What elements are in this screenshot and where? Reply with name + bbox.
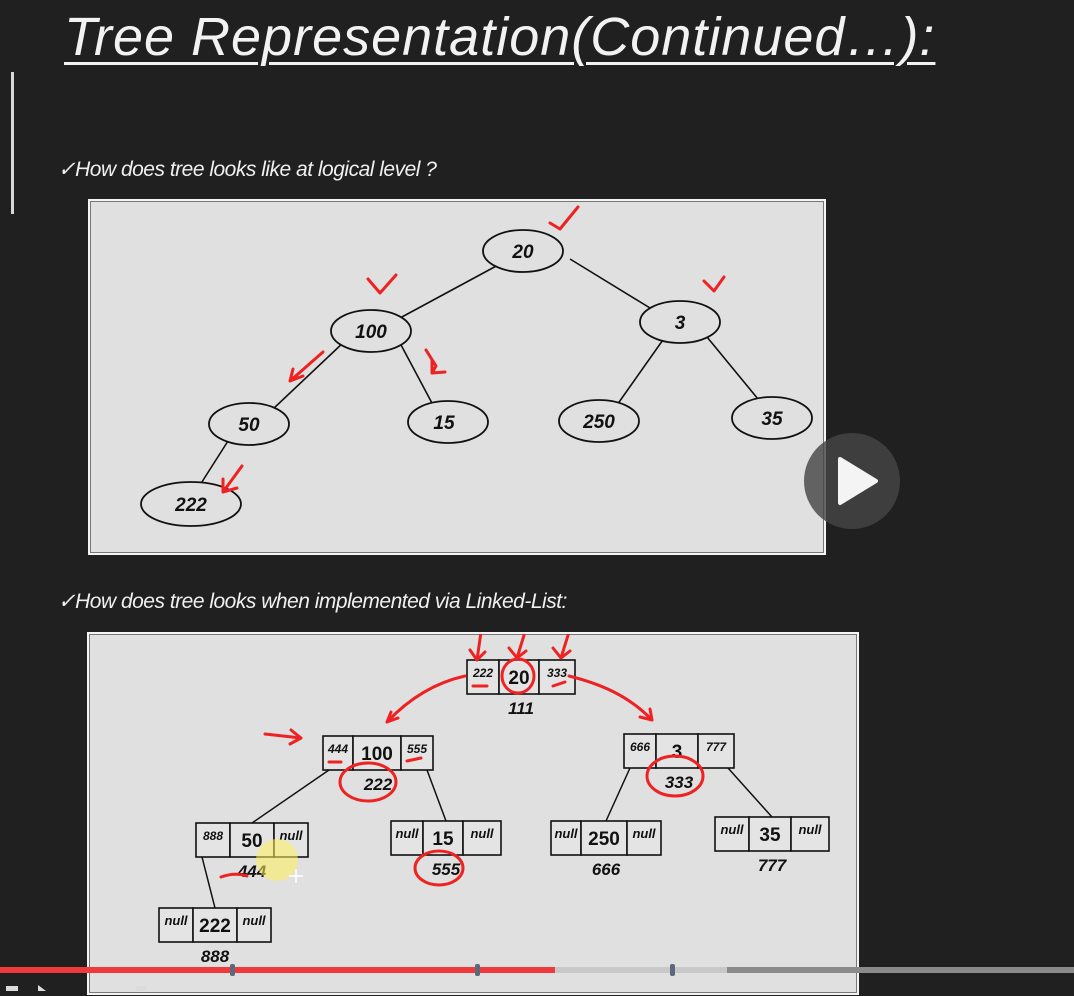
tree-edge <box>251 769 330 824</box>
linked-node-value: 3 <box>672 742 683 763</box>
tree-label-35: 35 <box>761 409 783 430</box>
linked-node-pointer-left: 222 <box>472 666 493 680</box>
linked-node-20: 222 20 333 111 <box>466 659 576 718</box>
small-play-icon <box>38 985 46 991</box>
linked-node-cell <box>550 820 582 856</box>
linked-list-svg: 222 20 333 111 444 100 555 222 666 3 777 333 888 50 nu… <box>158 634 830 966</box>
tree-node-15 <box>407 400 489 444</box>
linked-node-pointer-right: null <box>798 822 821 837</box>
red-annotations-linked <box>219 634 705 887</box>
linked-node-address: 333 <box>665 773 694 792</box>
linked-node-35: null 35 null 777 <box>714 816 830 875</box>
linked-node-cell <box>195 822 231 858</box>
tree-label-20: 20 <box>511 242 534 263</box>
linked-node-pointer-left: null <box>164 913 187 928</box>
play-button[interactable] <box>804 433 900 529</box>
tree-edge <box>426 769 447 822</box>
play-icon <box>838 457 878 505</box>
linked-node-value: 15 <box>432 829 454 850</box>
linked-node-pointer-left: 888 <box>203 829 223 843</box>
chapter-marker[interactable] <box>670 964 675 976</box>
bullet-linked-list: ✓How does tree looks when implemented vi… <box>58 590 567 613</box>
linked-node-3: 666 3 777 333 <box>623 733 735 792</box>
tree-label-15: 15 <box>433 413 455 434</box>
linked-node-222: null 222 null 888 <box>158 907 272 966</box>
linked-node-address: 555 <box>432 860 461 879</box>
video-progress-bar[interactable] <box>0 964 1074 976</box>
linked-node-cell <box>748 816 792 852</box>
tree-node-35 <box>731 396 813 440</box>
tree-node-222 <box>140 481 242 527</box>
linked-node-pointer-left: 444 <box>327 742 348 756</box>
linked-node-value: 100 <box>361 744 393 765</box>
linked-node-address: 111 <box>508 699 534 718</box>
tree-node-100 <box>330 309 412 353</box>
linked-node-pointer-left: 666 <box>630 740 650 754</box>
linked-node-address: 777 <box>758 856 788 875</box>
linked-node-cell <box>790 816 830 852</box>
linked-node-address: 666 <box>592 860 621 879</box>
linked-node-pointer-right: null <box>632 826 655 841</box>
tree-edge <box>605 767 631 822</box>
next-icon <box>136 986 146 991</box>
slide-title: Tree Representation(Continued…): <box>64 7 936 67</box>
linked-node-pointer-left: null <box>395 826 418 841</box>
progress-played <box>0 967 556 973</box>
linked-node-value: 250 <box>588 829 620 850</box>
linked-node-address: 222 <box>363 775 393 794</box>
linked-node-pointer-right: 555 <box>407 742 427 756</box>
linked-node-value: 50 <box>241 831 262 852</box>
linked-node-cell <box>714 816 750 852</box>
linked-node-cell <box>192 907 238 943</box>
logical-tree-svg: 20 100 3 50 15 250 35 222 <box>140 205 813 527</box>
linked-node-value: 20 <box>508 668 529 689</box>
bullet-logical-level: ✓How does tree looks like at logical lev… <box>58 158 437 181</box>
tree-node-3 <box>639 300 721 344</box>
linked-node-pointer-right: null <box>279 828 302 843</box>
linked-node-cell <box>462 820 502 856</box>
linked-node-cell <box>400 735 434 771</box>
chapter-marker[interactable] <box>230 964 235 976</box>
linked-node-cell <box>697 733 735 769</box>
linked-list-tree-diagram: 222 20 333 111 444 100 555 222 666 3 777 333 888 50 nu… <box>87 632 859 995</box>
linked-node-pointer-right: null <box>470 826 493 841</box>
cursor-crosshair-icon <box>289 869 303 883</box>
tree-label-250: 250 <box>582 412 615 433</box>
linked-node-250: null 250 null 666 <box>550 820 662 879</box>
tree-node-50 <box>208 402 290 446</box>
linked-node-cell <box>655 733 699 769</box>
tree-node-250 <box>558 399 640 443</box>
linked-node-pointer-right: 333 <box>547 666 567 680</box>
tree-edge <box>201 856 216 909</box>
tree-label-50: 50 <box>238 415 260 436</box>
logical-tree-diagram: 20 100 3 50 15 250 35 222 <box>88 199 826 555</box>
linked-node-value: 222 <box>199 916 231 937</box>
tree-label-3: 3 <box>675 313 686 334</box>
tree-label-100: 100 <box>355 322 387 343</box>
linked-node-pointer-right: null <box>242 913 265 928</box>
linked-node-cell <box>623 733 657 769</box>
linked-node-cell <box>466 659 500 695</box>
linked-node-pointer-right: 777 <box>706 740 727 754</box>
linked-node-pointer-left: null <box>720 822 743 837</box>
slide-left-bar <box>11 72 14 214</box>
linked-node-cell <box>236 907 272 943</box>
linked-node-value: 35 <box>759 825 781 846</box>
linked-node-cell <box>626 820 662 856</box>
player-controls-strip <box>0 978 1074 991</box>
linked-node-cell <box>322 735 354 771</box>
chapter-marker[interactable] <box>475 964 480 976</box>
tree-node-20 <box>482 229 564 273</box>
linked-node-15: null 15 null 555 <box>390 820 502 879</box>
red-annotations <box>221 205 726 494</box>
linked-node-pointer-left: null <box>554 826 577 841</box>
tree-label-222: 222 <box>174 495 207 516</box>
cursor-highlight <box>256 839 298 881</box>
tree-edge <box>727 767 773 818</box>
progress-buffered <box>555 967 728 973</box>
prev-icon <box>6 986 18 991</box>
linked-node-address: 888 <box>201 947 230 966</box>
